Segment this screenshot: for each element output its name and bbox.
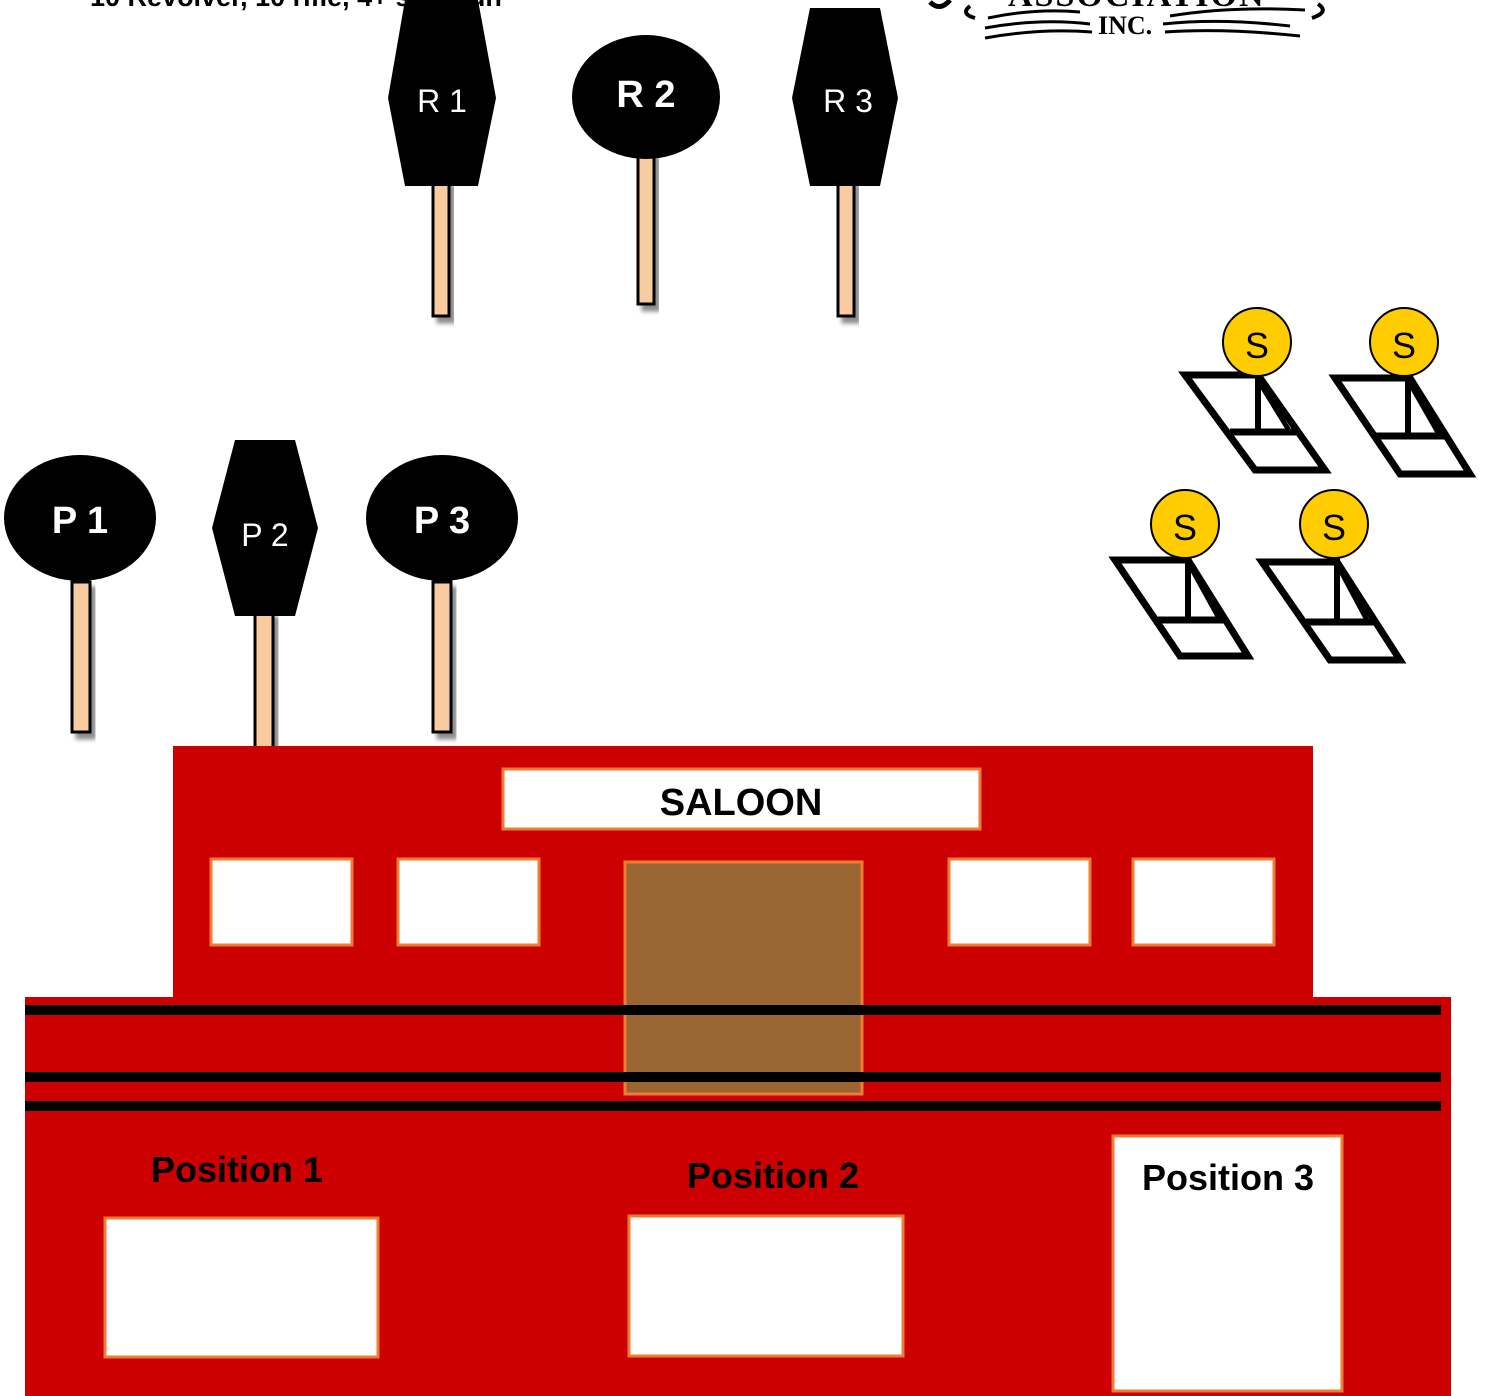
shotgun-target-2: S (1328, 307, 1477, 478)
rifle-target-1: R 1 (388, 0, 496, 318)
saloon-sign (501, 767, 982, 831)
rifle-target-2: R 2 (572, 35, 720, 306)
saloon-building: SALOON Position 1 Position 2 Position 3 (25, 746, 1451, 1396)
position-3-label: Position 3 (1142, 1157, 1314, 1198)
saloon-sign-text: SALOON (660, 782, 823, 824)
position-1-label: Position 1 (151, 1149, 323, 1190)
rail (25, 1005, 1441, 1015)
rifle-target-1-label: R 1 (417, 83, 467, 119)
shotgun-target-3-label: S (1173, 507, 1197, 548)
association-logo: ASSOCIATION INC. (928, 0, 1325, 40)
position-2-label: Position 2 (687, 1155, 859, 1196)
saloon-door (623, 860, 864, 1096)
position-2-box (627, 1214, 905, 1358)
shotgun-target-1-label: S (1245, 325, 1269, 366)
rifle-target-3-label: R 3 (823, 83, 873, 119)
position-1-box (103, 1216, 380, 1359)
shotgun-target-1: S (1178, 307, 1332, 474)
shotgun-target-4-label: S (1322, 507, 1346, 548)
pistol-target-2-label: P 2 (241, 517, 288, 553)
rail (25, 1072, 1441, 1082)
shotgun-target-3: S (1108, 489, 1255, 660)
stage-description: 10 Revolver, 10 rifle, 4+ shotgun (90, 0, 502, 12)
position-3-box (1111, 1134, 1344, 1393)
pistol-target-3-label: P 3 (414, 500, 470, 542)
pistol-target-2: P 2 (212, 440, 318, 750)
window (396, 857, 541, 947)
window (1131, 857, 1276, 947)
rail (25, 1101, 1441, 1111)
logo-suffix: INC. (1098, 11, 1152, 40)
pistol-target-1: P 1 (4, 455, 156, 734)
pistol-target-1-label: P 1 (52, 500, 108, 542)
shotgun-target-4: S (1255, 489, 1407, 664)
rifle-target-2-label: R 2 (616, 74, 675, 116)
pistol-target-3: P 3 (366, 455, 518, 734)
shotgun-target-2-label: S (1392, 325, 1416, 366)
rifle-target-3: R 3 (792, 8, 898, 318)
window (209, 857, 354, 947)
window (947, 857, 1092, 947)
